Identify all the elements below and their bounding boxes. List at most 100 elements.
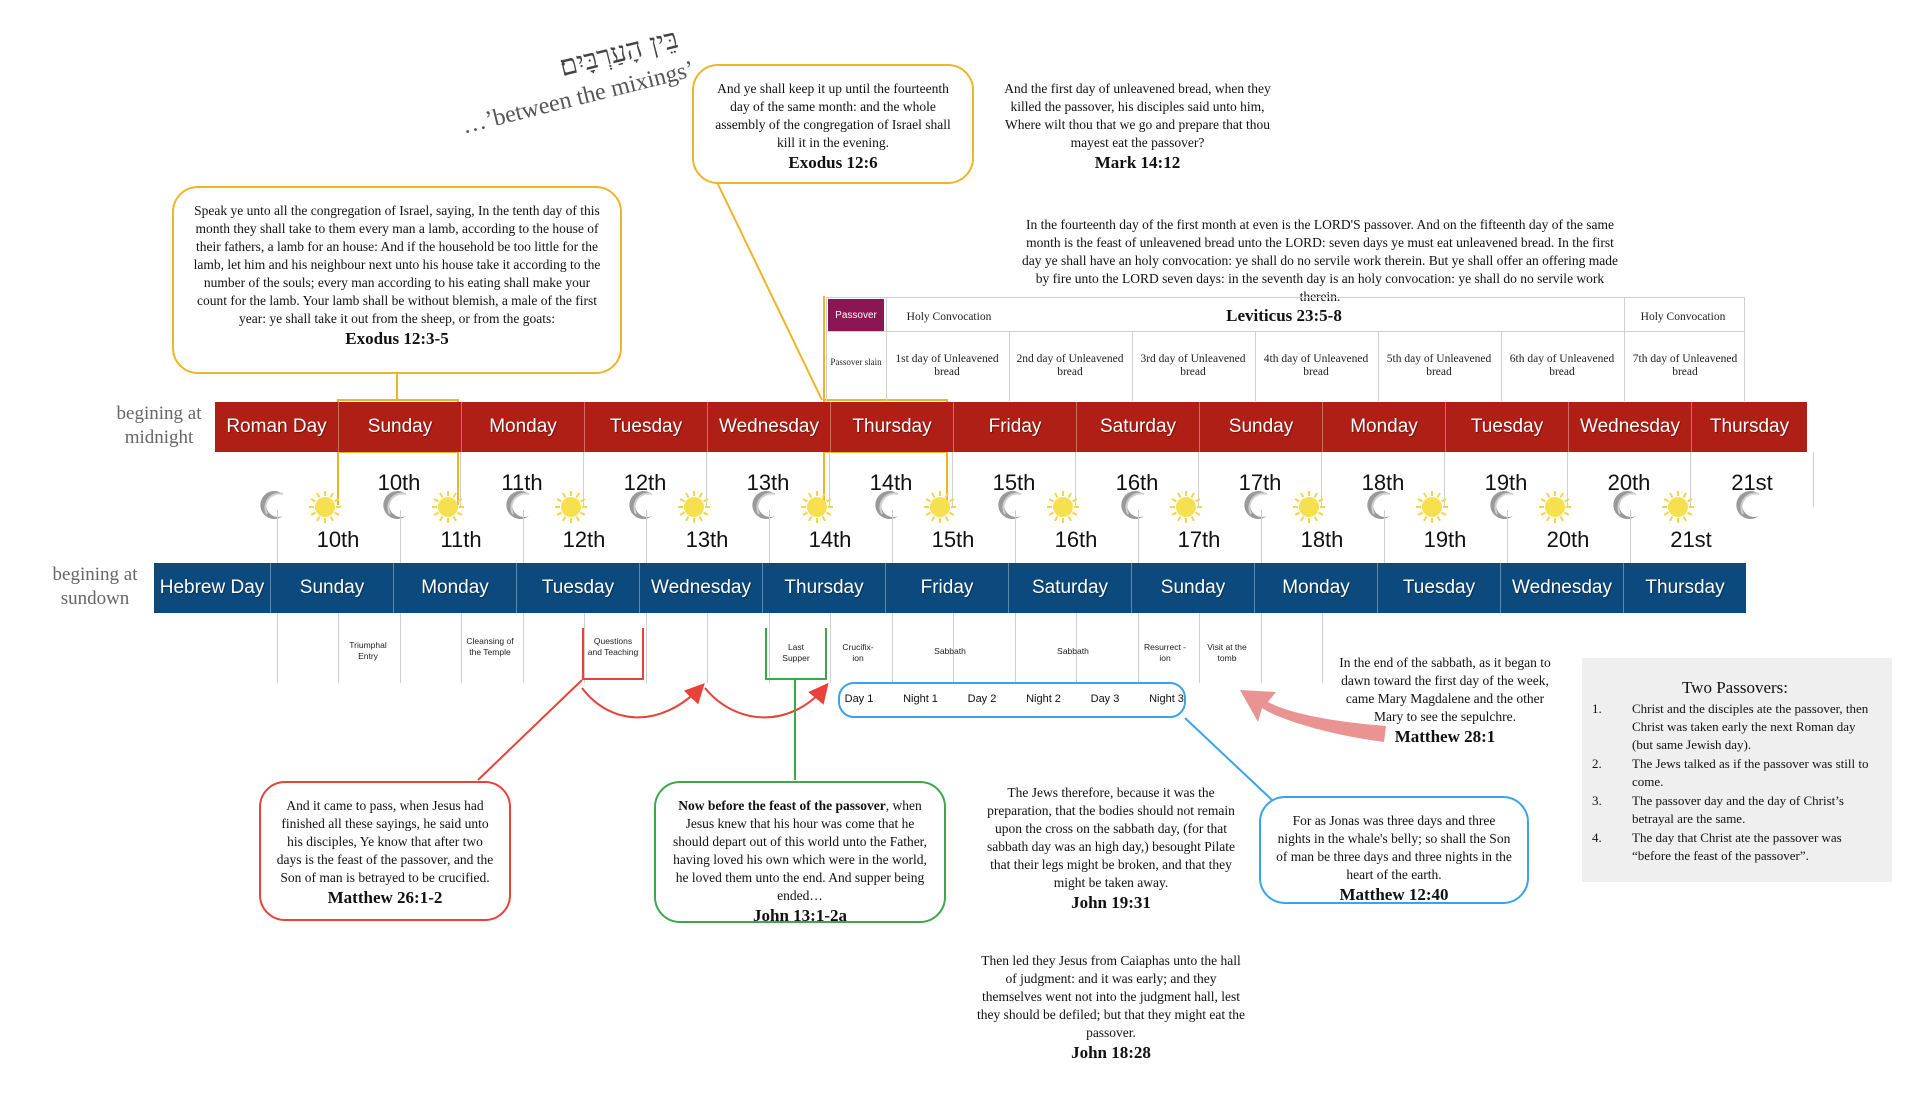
matthew-12-text: For as Jonas was three days and three ni… bbox=[1276, 813, 1512, 882]
three-days-item: Night 1 bbox=[903, 693, 938, 705]
feast-header-border bbox=[826, 297, 1745, 401]
roman-day-cell: Thursday bbox=[830, 402, 953, 452]
holy-convocation-2: Holy Convocation bbox=[1640, 311, 1726, 323]
two-passovers-text: The passover day and the day of Christ’s… bbox=[1632, 793, 1844, 826]
hebrew-date: 20th bbox=[1546, 527, 1590, 552]
events-divider-mid bbox=[461, 613, 462, 683]
hebrew-date: 21st bbox=[1670, 527, 1712, 552]
hebrew-day-cell: Thursday bbox=[762, 563, 885, 613]
three-days-item: Night 3 bbox=[1149, 693, 1184, 705]
hebrew-divider bbox=[646, 510, 647, 563]
unleavened-day-label: 4th day of Unleavened bread bbox=[1263, 353, 1369, 378]
roman-day-cell: Tuesday bbox=[1445, 402, 1568, 452]
roman-date: 14th bbox=[869, 470, 913, 495]
hebrew-date: 16th bbox=[1054, 527, 1098, 552]
unleavened-day-label: 3rd day of Unleavened bread bbox=[1140, 353, 1246, 378]
roman-date: 12th bbox=[623, 470, 667, 495]
three-days-item: Day 2 bbox=[967, 693, 997, 705]
moon-icon bbox=[1114, 490, 1148, 525]
roman-divider bbox=[1075, 452, 1076, 507]
john-18-28-text: Then led they Jesus from Caiaphas unto t… bbox=[976, 953, 1246, 1040]
red-arrow-1 bbox=[581, 683, 705, 719]
sun-icon bbox=[1661, 490, 1695, 529]
two-passovers-num: 2. bbox=[1592, 756, 1602, 771]
hebrew-date: 13th bbox=[685, 527, 729, 552]
pink-arrow bbox=[1240, 690, 1386, 742]
hebrew-day-cell: Wednesday bbox=[639, 563, 762, 613]
event-visit-tomb: Visit at the tomb bbox=[1207, 642, 1247, 663]
roman-day-title: Roman Day bbox=[226, 416, 327, 437]
moon-icon bbox=[622, 490, 656, 525]
two-passovers-item: 2.The Jews talked as if the passover was… bbox=[1592, 755, 1878, 791]
hebrew-date: 19th bbox=[1423, 527, 1467, 552]
moon-icon bbox=[1237, 490, 1271, 525]
event-cleansing-temple: Cleansing of the Temple bbox=[466, 636, 514, 657]
event-last-supper: Last Supper bbox=[782, 642, 810, 663]
hebrew-divider bbox=[523, 510, 524, 563]
matthew-28-1: In the end of the sabbath, as it began t… bbox=[1330, 654, 1560, 748]
three-days-nights-box bbox=[838, 682, 1186, 718]
hebrew-divider bbox=[400, 510, 401, 563]
sun-icon bbox=[800, 490, 834, 529]
events-divider-mid bbox=[953, 613, 954, 683]
exodus-12-3-ref: Exodus 12:3-5 bbox=[345, 329, 449, 348]
roman-day-cell: Wednesday bbox=[1568, 402, 1691, 452]
unleavened-day-label: 6th day of Unleavened bread bbox=[1509, 353, 1615, 378]
events-divider-mid bbox=[707, 613, 708, 683]
john-19-31-ref: John 19:31 bbox=[1071, 893, 1151, 912]
roman-date: 15th bbox=[992, 470, 1036, 495]
moon-icon bbox=[868, 490, 902, 525]
moon-icon bbox=[499, 490, 533, 525]
hebrew-divider bbox=[769, 510, 770, 563]
roman-day-cell: Monday bbox=[1322, 402, 1445, 452]
leviticus-body: In the fourteenth day of the first month… bbox=[1022, 217, 1618, 304]
hebrew-day-cell: Monday bbox=[393, 563, 516, 613]
sun-icon bbox=[923, 490, 957, 529]
roman-divider bbox=[1444, 452, 1445, 507]
two-passovers-item: 3. The passover day and the day of Christ… bbox=[1592, 792, 1878, 828]
john-18-28-ref: John 18:28 bbox=[1071, 1043, 1151, 1062]
bubble-exodus-12-3: Speak ye unto all the congregation of Is… bbox=[172, 186, 622, 374]
sun-icon bbox=[308, 490, 342, 529]
sun-icon bbox=[1538, 490, 1572, 529]
moon-icon bbox=[1483, 490, 1517, 525]
questions-box bbox=[582, 628, 644, 680]
sun-icon bbox=[554, 490, 588, 529]
roman-date: 19th bbox=[1484, 470, 1528, 495]
three-days-item: Day 1 bbox=[844, 693, 874, 705]
bubble-exodus-12-6: And ye shall keep it up until the fourte… bbox=[692, 64, 974, 184]
two-passovers-num: 3. bbox=[1592, 793, 1602, 808]
bubble-matthew-26: And it came to pass, when Jesus had fini… bbox=[259, 781, 511, 921]
hebrew-day-cell: Friday bbox=[885, 563, 1008, 613]
moon-icon bbox=[1360, 490, 1394, 525]
unleavened-day-label: 5th day of Unleavened bread bbox=[1386, 353, 1492, 378]
john-13-body: , when Jesus knew that his hour was come… bbox=[672, 798, 928, 903]
events-divider-mid bbox=[1076, 613, 1077, 683]
matthew-12-ref: Matthew 12:40 bbox=[1339, 885, 1449, 904]
events-divider bbox=[1261, 613, 1262, 683]
hebrew-date: 15th bbox=[931, 527, 975, 552]
sun-icon bbox=[677, 490, 711, 529]
moon-icon bbox=[991, 490, 1025, 525]
hebrew-divider bbox=[277, 510, 278, 563]
two-passovers-num: 1. bbox=[1592, 701, 1602, 716]
events-divider bbox=[646, 613, 647, 683]
supper-box bbox=[765, 628, 827, 680]
hebrew-divider bbox=[1630, 510, 1631, 563]
moon-icon bbox=[745, 490, 779, 525]
feast-header-divider-v bbox=[1378, 331, 1379, 401]
events-divider-mid bbox=[584, 613, 585, 683]
moon-icon bbox=[1729, 490, 1763, 525]
hebrew-divider bbox=[1015, 510, 1016, 563]
roman-date: 10th bbox=[377, 470, 421, 495]
connector-exodus-12-6 bbox=[714, 177, 823, 401]
feast-header-divider-v bbox=[1009, 331, 1010, 401]
unleavened-day-label: 1st day of Unleavened bread bbox=[895, 353, 999, 378]
bubble-matthew-12: For as Jonas was three days and three ni… bbox=[1259, 796, 1529, 904]
john-19-31: The Jews therefore, because it was the p… bbox=[980, 784, 1242, 914]
roman-date: 17th bbox=[1238, 470, 1282, 495]
roman-date: 13th bbox=[746, 470, 790, 495]
